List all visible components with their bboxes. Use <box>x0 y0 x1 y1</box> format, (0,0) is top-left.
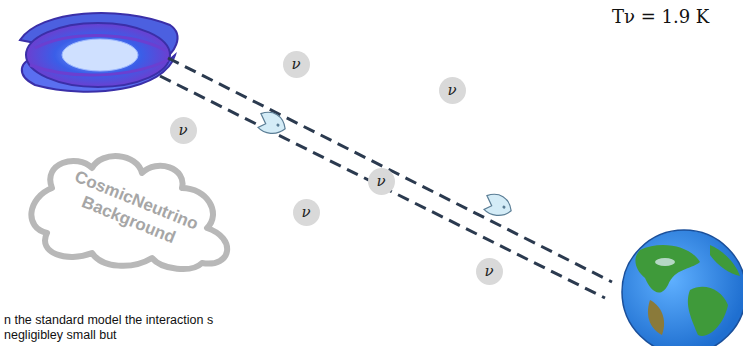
cloud-shape: CosmicNeutrino Background <box>22 148 247 273</box>
earth <box>622 230 743 346</box>
beam-line <box>168 58 612 282</box>
particle <box>481 191 514 220</box>
neutrino-symbol: ν <box>447 83 456 98</box>
neutrino-symbol: ν <box>178 123 187 138</box>
galaxy <box>20 13 177 92</box>
neutrino-circle: ν <box>170 117 197 144</box>
particle <box>255 109 288 138</box>
neutrino-symbol: ν <box>301 205 310 220</box>
neutrino-circle: ν <box>283 51 310 78</box>
neutrino-circle: ν <box>476 258 503 285</box>
neutrino-symbol: ν <box>291 57 300 72</box>
neutrino-circle: ν <box>293 199 320 226</box>
neutrino-circle: ν <box>439 77 466 104</box>
neutrino-symbol: ν <box>376 174 385 189</box>
temperature-label: Tν = 1.9 K <box>612 6 737 28</box>
neutrino-symbol: ν <box>484 264 493 279</box>
neutrino-circle: ν <box>368 168 395 195</box>
note-text: n the standard model the interaction s n… <box>4 313 229 343</box>
beam-line <box>160 76 605 298</box>
